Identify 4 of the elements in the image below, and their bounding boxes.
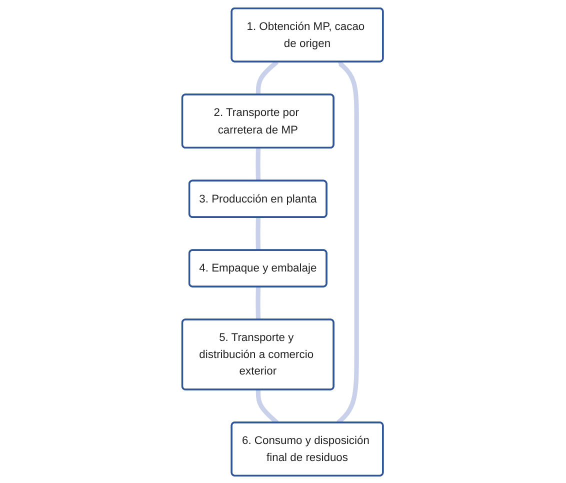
connector [256, 286, 261, 320]
connector [256, 216, 261, 250]
connector [256, 148, 261, 181]
connector [256, 60, 279, 94]
